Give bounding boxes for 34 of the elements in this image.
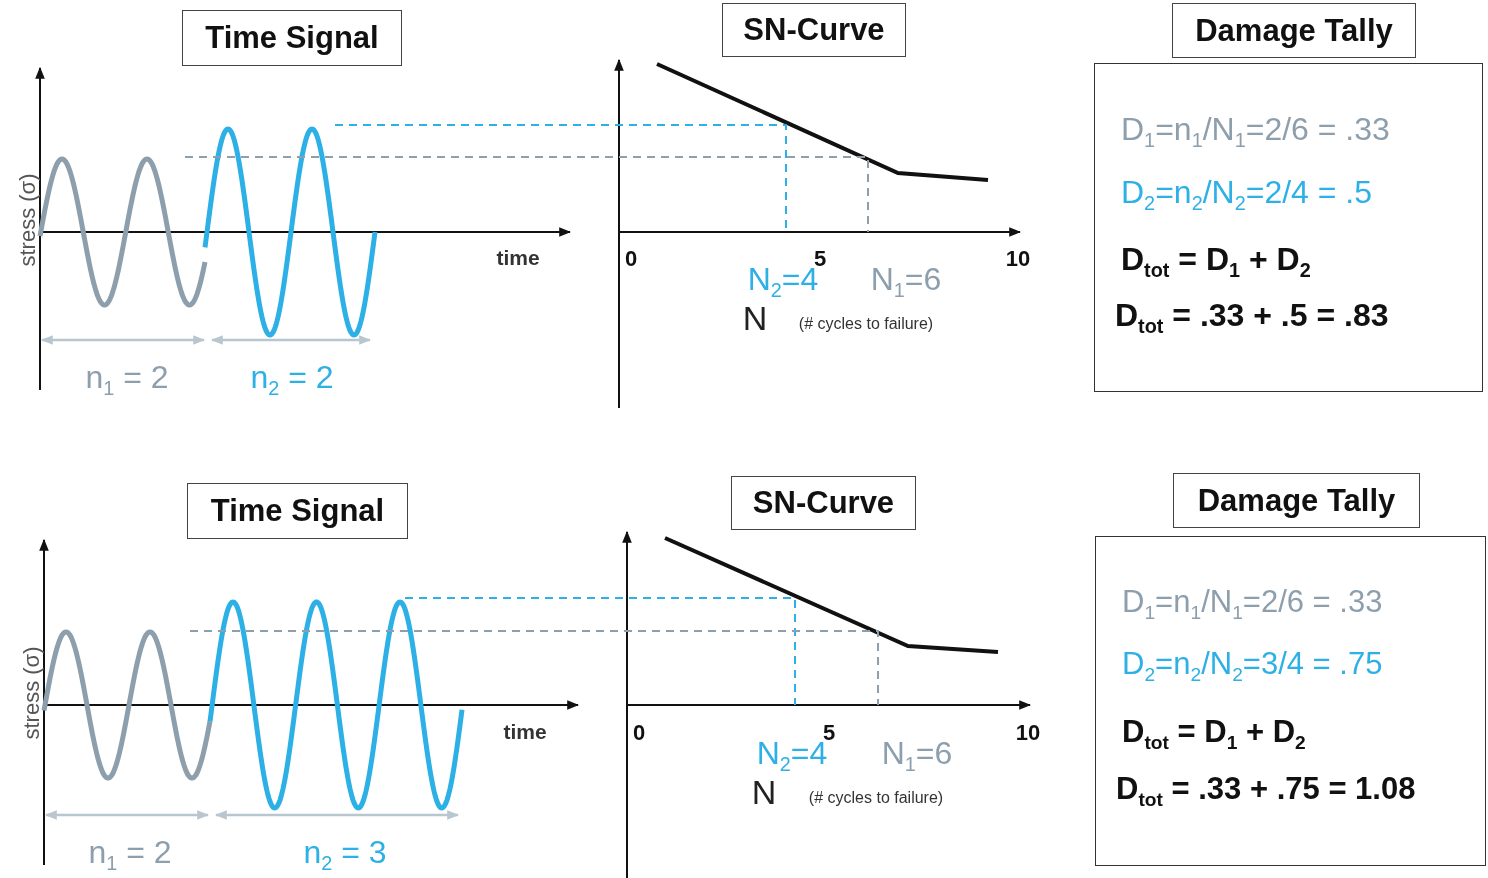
- axis-title: time: [496, 246, 540, 268]
- panel-title: Time Signal: [182, 10, 402, 66]
- cycle-count: n$_{2}$ = 2: [250, 360, 334, 400]
- cycle-count: n$_{1}$ = 2: [88, 835, 172, 875]
- damage-equation: D$_{tot}$ = D$_{1}$ + D$_{2}$: [1122, 716, 1306, 753]
- tick-label: 10: [1005, 248, 1031, 270]
- axis-note: (# cycles to failure): [808, 790, 944, 806]
- axis-title: stress (σ): [17, 173, 39, 267]
- panel-title: SN-Curve: [722, 3, 906, 57]
- damage-equation: D$_{1}$=n$_{1}$/N$_{1}$=2/6 = .33: [1121, 113, 1390, 152]
- damage-equation: D$_{2}$=n$_{2}$/N$_{2}$=2/4 = .5: [1121, 176, 1372, 215]
- cycle-count: n$_{1}$ = 2: [85, 360, 169, 400]
- damage-equation: D$_{tot}$ = .33 + .75 = 1.08: [1116, 773, 1416, 810]
- panel-title: Damage Tally: [1172, 3, 1416, 58]
- tick-label: 10: [1015, 722, 1041, 744]
- axis-title: stress (σ): [21, 646, 43, 740]
- axis-note: (# cycles to failure): [798, 316, 934, 332]
- tick-label: 0: [624, 248, 638, 270]
- cycles-to-failure: N$_{1}$=6: [881, 736, 953, 776]
- tick-label: 0: [632, 722, 646, 744]
- damage-equation: D$_{tot}$ = D$_{1}$ + D$_{2}$: [1121, 243, 1311, 282]
- cycle-count: n$_{2}$ = 3: [303, 835, 387, 875]
- damage-equation: D$_{1}$=n$_{1}$/N$_{1}$=2/6 = .33: [1122, 586, 1383, 623]
- panel-title: Time Signal: [187, 483, 408, 539]
- axis-title: N: [742, 301, 768, 335]
- damage-equation: D$_{2}$=n$_{2}$/N$_{2}$=3/4 = .75: [1122, 648, 1383, 685]
- damage-tally-box: [1094, 63, 1483, 392]
- panel-title: SN-Curve: [731, 476, 916, 530]
- axis-title: time: [503, 720, 547, 742]
- damage-tally-box: [1095, 536, 1486, 866]
- axis-title: N: [751, 775, 777, 809]
- cycles-to-failure: N$_{1}$=6: [870, 262, 942, 302]
- panel-title: Damage Tally: [1173, 473, 1420, 528]
- damage-equation: D$_{tot}$ = .33 + .5 = .83: [1115, 299, 1389, 338]
